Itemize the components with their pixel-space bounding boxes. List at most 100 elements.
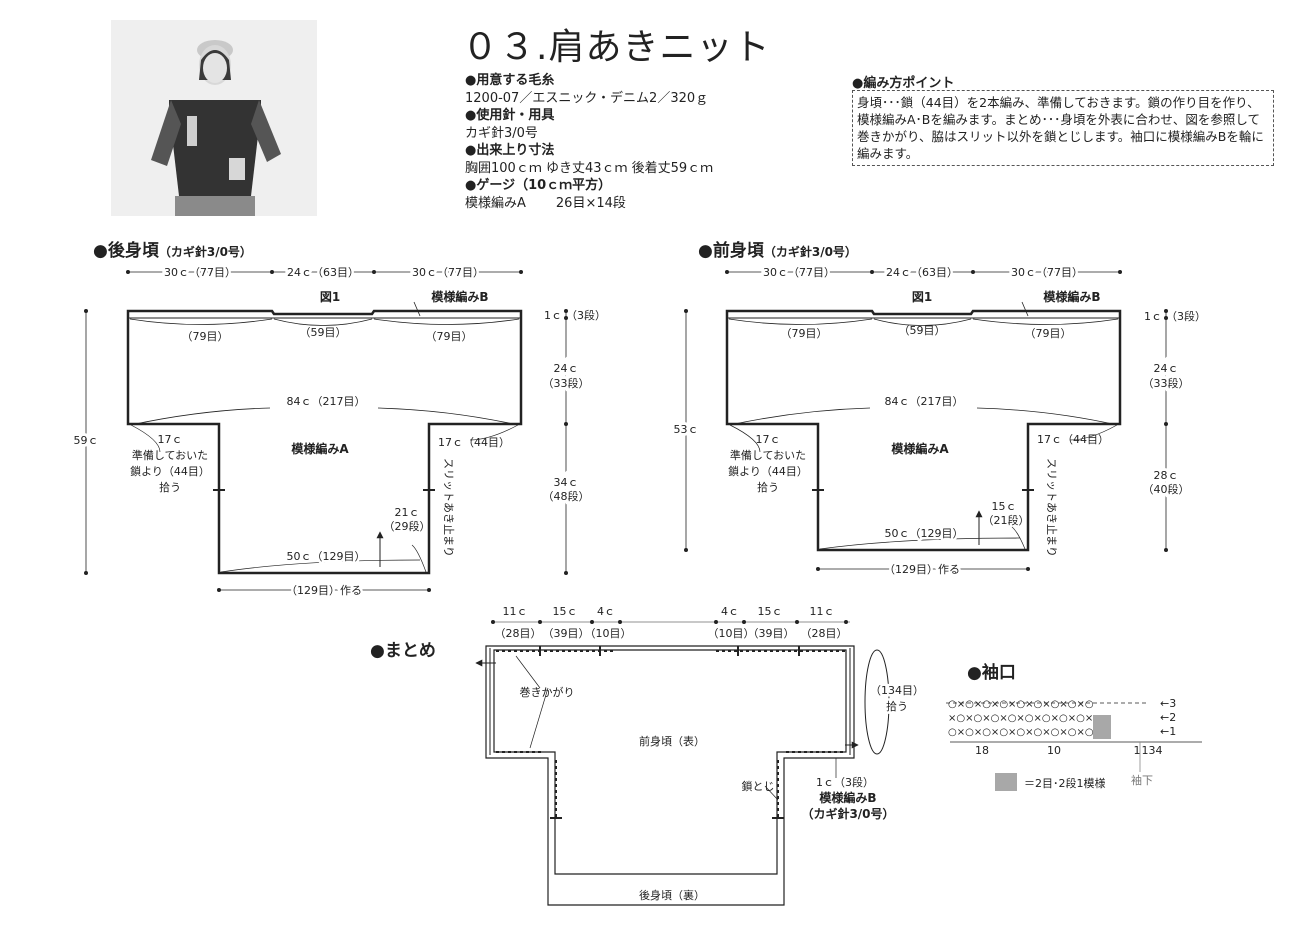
front-r2a: 24ｃ [1154,362,1179,375]
cuff-row-label-3: ←3 [1160,697,1176,710]
spec-needle-heading: ●使用針・用具 [465,108,555,123]
cuff-underarm: 袖下 [1131,773,1153,787]
assembly-pick1: （134目） [870,684,924,697]
assembly-back-outline [485,645,855,906]
spec-yarn-heading: ●用意する毛糸 [465,73,555,88]
page-title: ０３.肩あきニット [462,27,771,68]
back-pattern-a: 模様編みA [291,441,349,456]
spec-gauge-value: 26目×14段 [555,195,626,211]
back-left-2: 準備しておいた [132,448,208,462]
front-slit: スリットあき止まり [1045,458,1058,557]
front-body-diagram [685,271,1167,570]
back-r2a: 24ｃ [554,362,579,375]
front-pattern-a: 模様編みA [891,441,949,456]
front-left-2: 準備しておいた [730,448,806,462]
back-heading-sub: （カギ針3/0号） [158,245,252,259]
model-photo-figure [111,20,317,216]
cuff-num-1: 1 [1134,744,1141,757]
front-body-outline [725,309,1122,552]
front-body-labels: 30ｃ（77目） 24ｃ（63目） 30ｃ（77目） 図1 模様編みB （79目… [671,264,1207,579]
back-left-4: 拾う [159,480,181,494]
model-photo [111,20,317,216]
front-left-1: 17ｃ [756,433,781,446]
front-stitches-right: （79目） [1025,327,1072,340]
front-slit-h1: 15ｃ [992,500,1017,513]
points-heading: ●編み方ポイント [852,76,955,91]
back-pattern-b: 模様編みB [431,289,488,304]
assembly-edge2: 模様編みB [819,790,876,805]
back-top-right: 30ｃ（77目） [412,266,484,279]
assembly-diagram [475,621,890,906]
front-r1a: 1ｃ [1144,310,1162,323]
assembly-s1-right: （28目） [801,627,848,640]
back-width: 84ｃ（217目） [287,395,366,408]
back-fig-label: 図1 [320,290,340,304]
front-heading-title: ●前身頃 [698,241,764,261]
back-left-3: 鎖より（44目） [130,464,210,478]
spec-size-heading: ●出来上り寸法 [465,143,555,158]
front-heading-sub: （カギ針3/0号） [763,245,857,259]
back-slit: スリットあき止まり [442,458,455,557]
cuff-row1-symbols: ○×○×○×○×○×○×○×○×○ [948,727,1094,738]
cuff-row-label-1: ←1 [1160,725,1176,738]
front-top-right: 30ｃ（77目） [1011,266,1083,279]
back-r3b: （48段） [543,489,590,503]
back-r2b: （33段） [543,376,590,390]
front-left-3: 鎖より（44目） [728,464,808,478]
front-slit-h2: （21段） [983,513,1030,527]
front-stitches-mid: （59目） [899,324,946,337]
assembly-m2-left: 15ｃ [553,605,578,618]
back-left-1: 17ｃ [158,433,183,446]
points-box: 身頃･･･鎖（44目）を2本編み、準備しておきます。鎖の作り目を作り、模様編みA… [852,90,1274,166]
back-height: 59ｃ [74,434,99,447]
assembly-dots [491,620,848,624]
back-bottom: 50ｃ（129目） [287,550,366,563]
front-left-4: 拾う [757,480,779,494]
front-r1b: （3段） [1166,309,1206,323]
front-stitches-left: （79目） [781,327,828,340]
front-pattern-b: 模様編みB [1043,289,1100,304]
assembly-front-outline [493,649,847,875]
spec-size: 胸囲100ｃｍ ゆき丈43ｃｍ 後着丈59ｃｍ [465,160,714,176]
back-body-labels: 30ｃ（77目） 24ｃ（63目） 30ｃ（77目） 図1 模様編みB （79目… [71,264,607,600]
back-heading: ●後身頃（カギ針3/0号） [93,236,252,261]
front-body-dots [684,270,1168,571]
assembly-s3-right: （10目） [708,627,755,640]
back-heading-title: ●後身頃 [93,241,159,261]
cuff-num-10: 10 [1047,744,1061,757]
assembly-edge3: （カギ針3/0号） [801,806,894,821]
back-r1b: （3段） [566,308,606,322]
assembly-m1-left: 11ｃ [503,605,528,618]
back-stitches-left: （79目） [182,330,229,343]
front-top-mid: 24ｃ（63目） [886,266,958,279]
back-body-outline [126,309,523,575]
front-fig-label: 図1 [912,290,932,304]
back-right-width: 17ｃ（44目） [438,436,510,449]
back-stitches-mid: （59目） [300,326,347,339]
back-top-left: 30ｃ（77目） [164,266,236,279]
assembly-m2-right: 15ｃ [758,605,783,618]
front-right-width: 17ｃ（44目） [1037,433,1109,446]
cuff-num-134: 134 [1142,744,1163,757]
assembly-whip: 巻きかがり [520,685,575,699]
cuff-row-label-2: ←2 [1160,711,1176,724]
assembly-s3-left: （10目） [585,627,632,640]
assembly-edge1: 1ｃ（3段） [816,775,874,789]
assembly-s2-right: （39目） [748,627,795,640]
front-height: 53ｃ [674,423,699,436]
assembly-front-label: 前身頃（表） [639,734,705,748]
back-cast-on: （129目）作る [286,584,362,597]
back-r3a: 34ｃ [554,476,579,489]
cuff-repeat-shade [1093,715,1111,739]
back-stitches-right: （79目） [426,330,473,343]
front-r3b: （40段） [1143,482,1190,496]
spec-yarn: 1200-07／エスニック・デニム2／320ｇ [465,90,709,106]
cuff-num-18: 18 [975,744,989,757]
cuff-row2-symbols: ×○×○×○×○×○×○×○×○× [948,713,1093,724]
spec-gauge-heading: ●ゲージ（10ｃｍ平方） [465,178,612,193]
front-r3a: 28ｃ [1154,469,1179,482]
cuff-row3-symbols: ○×○×○×○×○×○×○×○×○ [948,699,1094,710]
assembly-heading: ●まとめ [370,641,436,661]
cuff-chart: ○×○×○×○×○×○×○×○×○ ×○×○×○×○×○×○×○×○× ○×○×… [946,697,1202,791]
